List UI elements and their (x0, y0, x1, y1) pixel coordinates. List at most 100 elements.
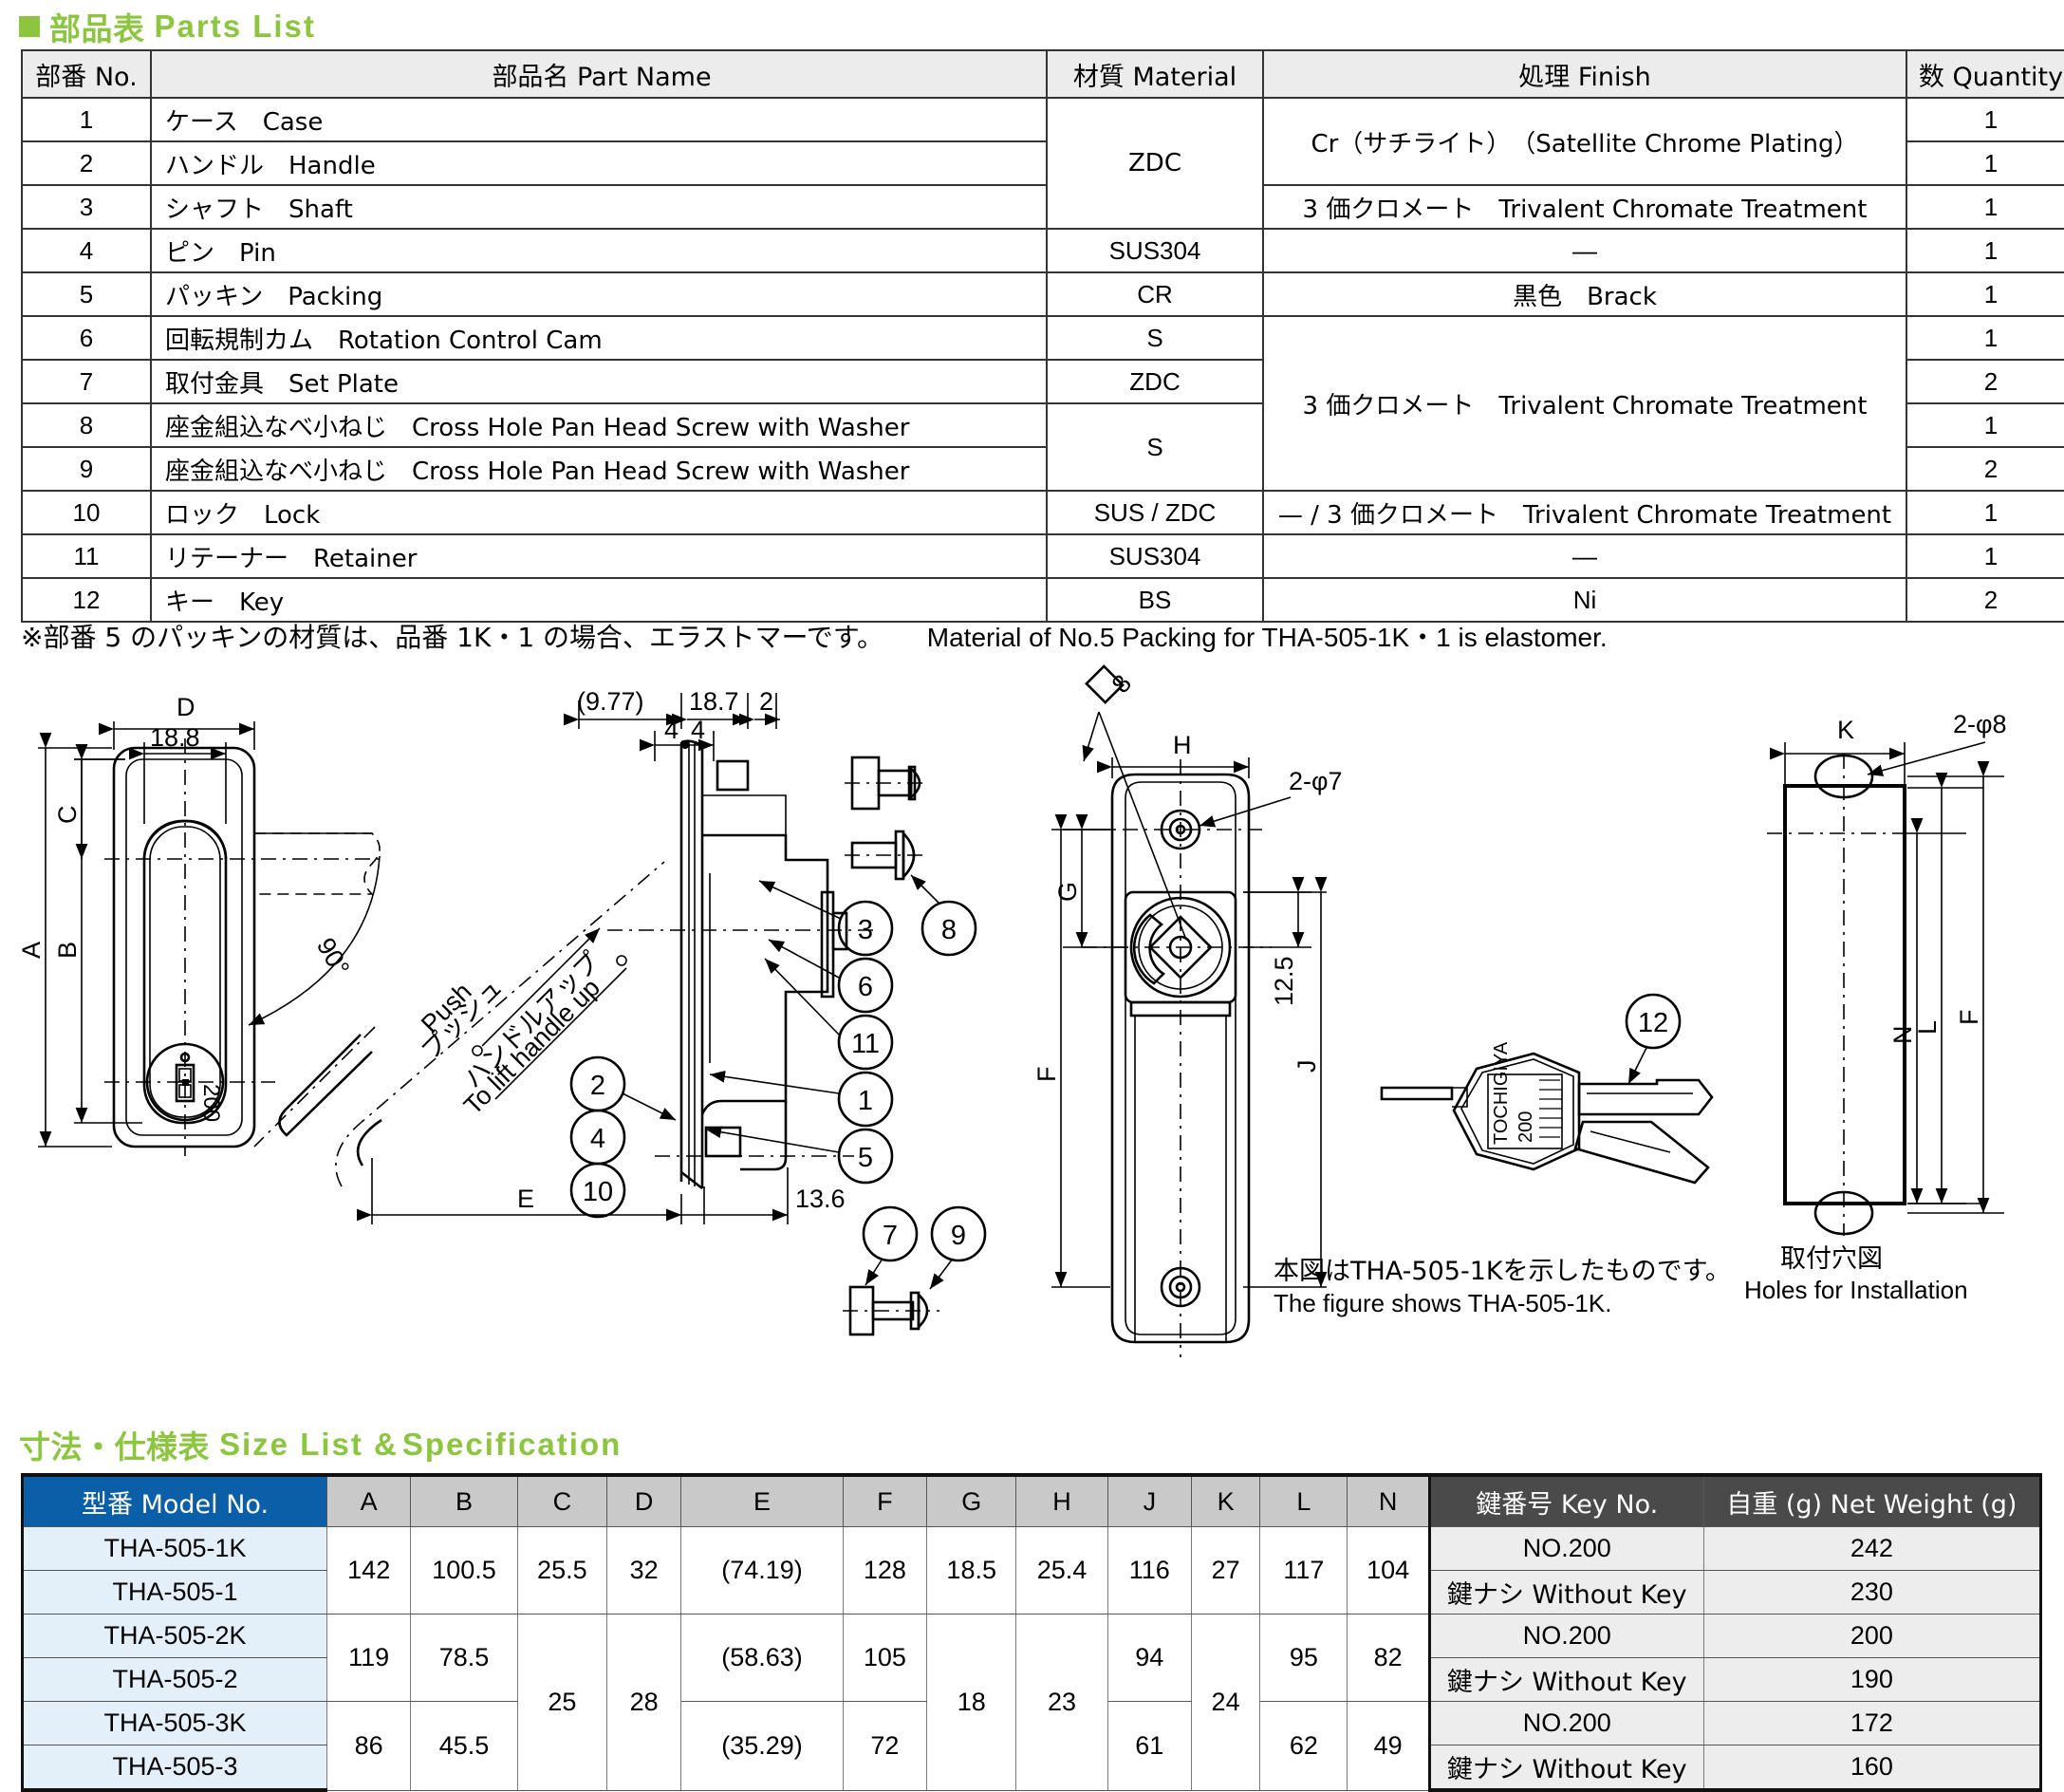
spec-key-no: NO.200 (1428, 1526, 1704, 1571)
spec-weight: 172 (1702, 1701, 2043, 1745)
spec-col-G: G (926, 1473, 1017, 1527)
part-qty: 1 (1906, 315, 2064, 361)
spec-col-F: F (842, 1473, 928, 1527)
balloon-10: 10 (569, 1162, 626, 1219)
dim-label-B: B (53, 942, 82, 959)
spec-C: 25.5 (516, 1526, 607, 1615)
table-row: 1 ケース Case ZDC Cr（サチライト） （Satellite Chro… (21, 97, 2064, 230)
balloon-2: 2 (569, 1055, 677, 1121)
balloon-6: 6 (768, 939, 894, 1014)
table-row: 2 ハンドル Handle 1 (21, 140, 2064, 186)
spec-list-title: 寸法・仕様表 Size List & Specification (19, 1422, 622, 1467)
spec-L: 95 (1259, 1614, 1348, 1702)
part-name: 取付金具 Set Plate (150, 359, 1048, 404)
dim-label-13-6: 13.6 (795, 1185, 846, 1213)
spec-title-en-bold: Specification (401, 1427, 623, 1462)
dim-label-F-install: F (1955, 1010, 1983, 1026)
dim-label-A: A (17, 942, 46, 959)
dim-label-4a: 4 (664, 716, 679, 744)
spec-col-H: H (1015, 1473, 1108, 1527)
part-material: S (1046, 402, 1264, 492)
key-number-label: 200 (1515, 1111, 1536, 1143)
part-name: キー Key (150, 577, 1048, 623)
dim-label-N: N (1888, 1026, 1917, 1045)
spec-model: THA-505-3K (20, 1701, 328, 1745)
part-name: 座金組込なべ小ねじ Cross Hole Pan Head Screw with… (150, 446, 1048, 492)
table-row: 9 座金組込なべ小ねじ Cross Hole Pan Head Screw wi… (21, 446, 2064, 492)
dim-label-E: E (517, 1185, 534, 1213)
part-qty: 1 (1906, 97, 2064, 142)
svg-text:9: 9 (951, 1221, 966, 1251)
dim-label-L: L (1913, 1020, 1942, 1035)
spec-model: THA-505-3 (20, 1745, 328, 1792)
install-caption-en: Holes for Installation (1744, 1276, 1968, 1304)
spec-header-row: 型番 Model No. A B C D E F G H J K L N 鍵番号… (20, 1473, 2043, 1527)
part-finish: Cr（サチライト） （Satellite Chrome Plating） (1262, 97, 1907, 186)
dim-label-2: 2 (759, 687, 773, 716)
svg-text:4: 4 (590, 1124, 605, 1154)
spec-col-L: L (1259, 1473, 1348, 1527)
dim-label-18-8: 18.8 (150, 723, 200, 752)
spec-model: THA-505-1 (20, 1570, 328, 1615)
part-name: シャフト Shaft (150, 184, 1048, 230)
front-view-key-number: 200 (198, 1084, 224, 1122)
part-name: リテーナー Retainer (150, 533, 1048, 579)
spec-G: 18.5 (926, 1526, 1017, 1615)
balloon-5: 5 (705, 1126, 894, 1185)
spec-C: 25 (516, 1614, 607, 1791)
install-caption-jp: 取付穴図 (1780, 1244, 1883, 1274)
screw-lower-illustration (845, 830, 926, 881)
spec-key-no: NO.200 (1428, 1701, 1704, 1745)
table-row: 11 リテーナー Retainer SUS304 — 1 (21, 533, 2064, 579)
spec-E: (35.29) (680, 1701, 844, 1791)
part-no: 5 (21, 271, 152, 317)
spec-title-en: Size List & (219, 1427, 399, 1462)
part-material: BS (1046, 577, 1264, 623)
spec-D: 32 (605, 1526, 682, 1615)
svg-text:12: 12 (1638, 1008, 1668, 1038)
spec-model: THA-505-1K (20, 1526, 328, 1571)
part-no: 4 (21, 228, 152, 273)
dim-label-sq8: 8 (1106, 669, 1138, 699)
part-name: パッキン Packing (150, 271, 1048, 317)
part-name: ハンドル Handle (150, 140, 1048, 186)
spec-N: 104 (1347, 1526, 1431, 1615)
table-row: THA-505-1 鍵ナシ Without Key 230 (20, 1570, 2043, 1615)
part-finish: 3 価クロメート Trivalent Chromate Treatment (1262, 315, 1907, 492)
part-material: SUS304 (1046, 533, 1264, 579)
spec-H: 23 (1015, 1614, 1108, 1791)
dim-label-G: G (1053, 882, 1082, 902)
spec-J: 94 (1106, 1614, 1192, 1702)
table-row: THA-505-2 鍵ナシ Without Key 190 (20, 1657, 2043, 1702)
size-spec-table: 型番 Model No. A B C D E F G H J K L N 鍵番号… (20, 1473, 2043, 1792)
table-row: THA-505-3K 86 45.5 (35.29) 72 61 62 49 N… (20, 1701, 2043, 1791)
part-material: CR (1046, 271, 1264, 317)
part-no: 3 (21, 184, 152, 230)
spec-weight: 200 (1702, 1614, 2043, 1658)
parts-col-quantity: 数 Quantity (1906, 49, 2064, 99)
parts-list-title-jp: 部品表 (49, 10, 145, 47)
parts-footnote-en: Material of No.5 Packing for THA-505-1K・… (926, 623, 1608, 652)
svg-text:11: 11 (851, 1029, 880, 1059)
spec-H: 25.4 (1015, 1526, 1108, 1615)
spec-col-model: 型番 Model No. (20, 1473, 328, 1527)
spec-key-no: 鍵ナシ Without Key (1428, 1657, 1704, 1702)
spec-B: 45.5 (410, 1701, 518, 1791)
spec-key-no: 鍵ナシ Without Key (1428, 1745, 1704, 1792)
spec-E: (58.63) (680, 1614, 844, 1702)
spec-F: 72 (842, 1701, 928, 1791)
technical-drawings: 200 D 18.8 A B C 90° (0, 655, 2064, 1414)
screw-part-8-illustration (852, 1410, 853, 1411)
parts-table-header-row: 部番 No. 部品名 Part Name 材質 Material 処理 Fini… (21, 49, 2064, 99)
part-qty: 1 (1906, 271, 2064, 317)
dim-label-F-rear: F (1032, 1067, 1061, 1083)
parts-col-material: 材質 Material (1046, 49, 1264, 99)
table-row: 5 パッキン Packing CR 黒色 Brack 1 (21, 271, 2064, 317)
spec-N: 49 (1347, 1701, 1431, 1791)
table-row: 4 ピン Pin SUS304 — 1 (21, 228, 2064, 273)
svg-text:6: 6 (858, 972, 873, 1002)
spec-A: 119 (326, 1614, 412, 1702)
table-row: THA-505-2K 119 78.5 25 28 (58.63) 105 18… (20, 1614, 2043, 1791)
part-qty: 2 (1906, 446, 2064, 492)
spec-A: 142 (326, 1526, 412, 1615)
